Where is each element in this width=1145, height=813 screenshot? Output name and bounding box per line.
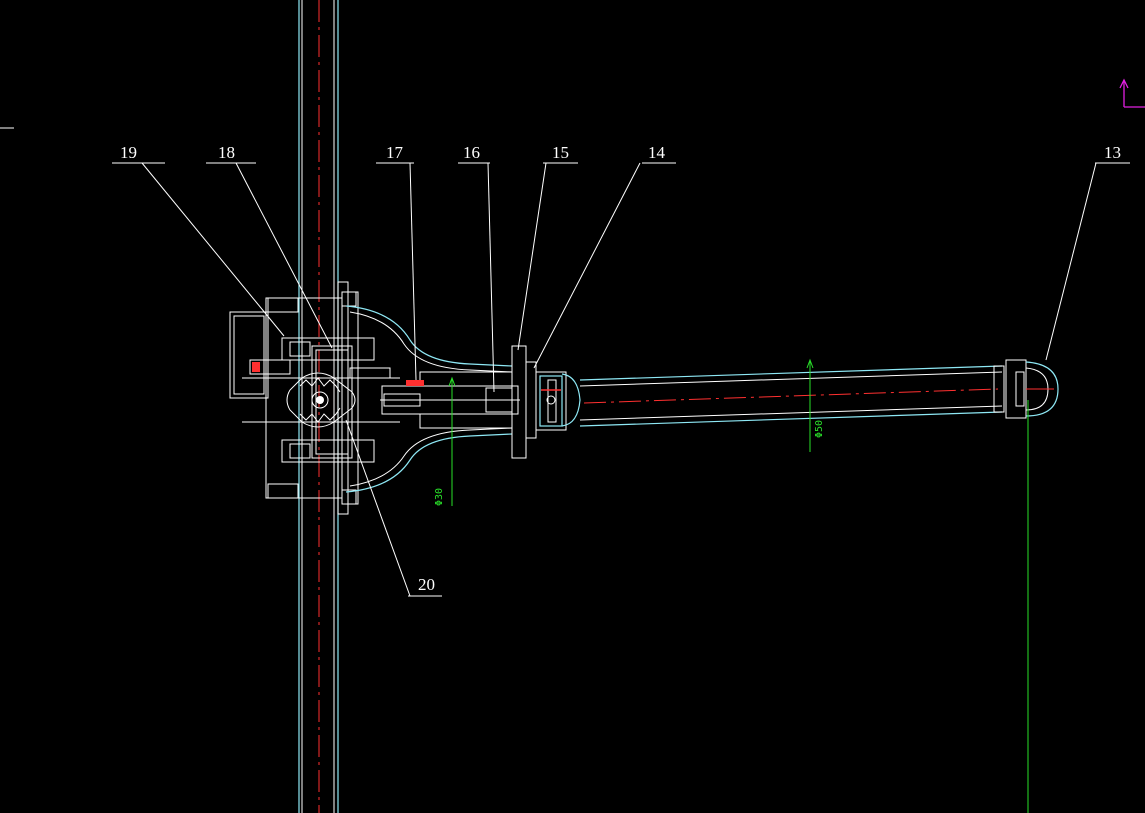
callout-13: 13 bbox=[1104, 143, 1121, 162]
callout-15: 15 bbox=[552, 143, 569, 162]
dimension-phi30: Φ30 bbox=[434, 376, 456, 506]
callout-16: 16 bbox=[463, 143, 480, 162]
dimension-phi50: Φ50 bbox=[806, 358, 825, 452]
dimension-phi30-label: Φ30 bbox=[434, 488, 445, 506]
end-cap bbox=[1005, 359, 1059, 813]
flange-coupling bbox=[511, 345, 581, 459]
callout-14: 14 bbox=[648, 143, 666, 162]
callout-19: 19 bbox=[120, 143, 137, 162]
callout-leaders bbox=[112, 162, 1130, 597]
gearbox-housing bbox=[229, 281, 400, 515]
tube-centerline bbox=[583, 388, 999, 404]
extension-tube bbox=[579, 365, 1005, 427]
callout-20: 20 bbox=[418, 575, 435, 594]
dimension-phi50-label: Φ50 bbox=[814, 420, 825, 438]
callout-17: 17 bbox=[386, 143, 404, 162]
neck-housing bbox=[345, 305, 520, 493]
callout-18: 18 bbox=[218, 143, 235, 162]
vertical-shaft bbox=[298, 0, 339, 813]
ucs-axis-icon bbox=[1119, 78, 1145, 108]
